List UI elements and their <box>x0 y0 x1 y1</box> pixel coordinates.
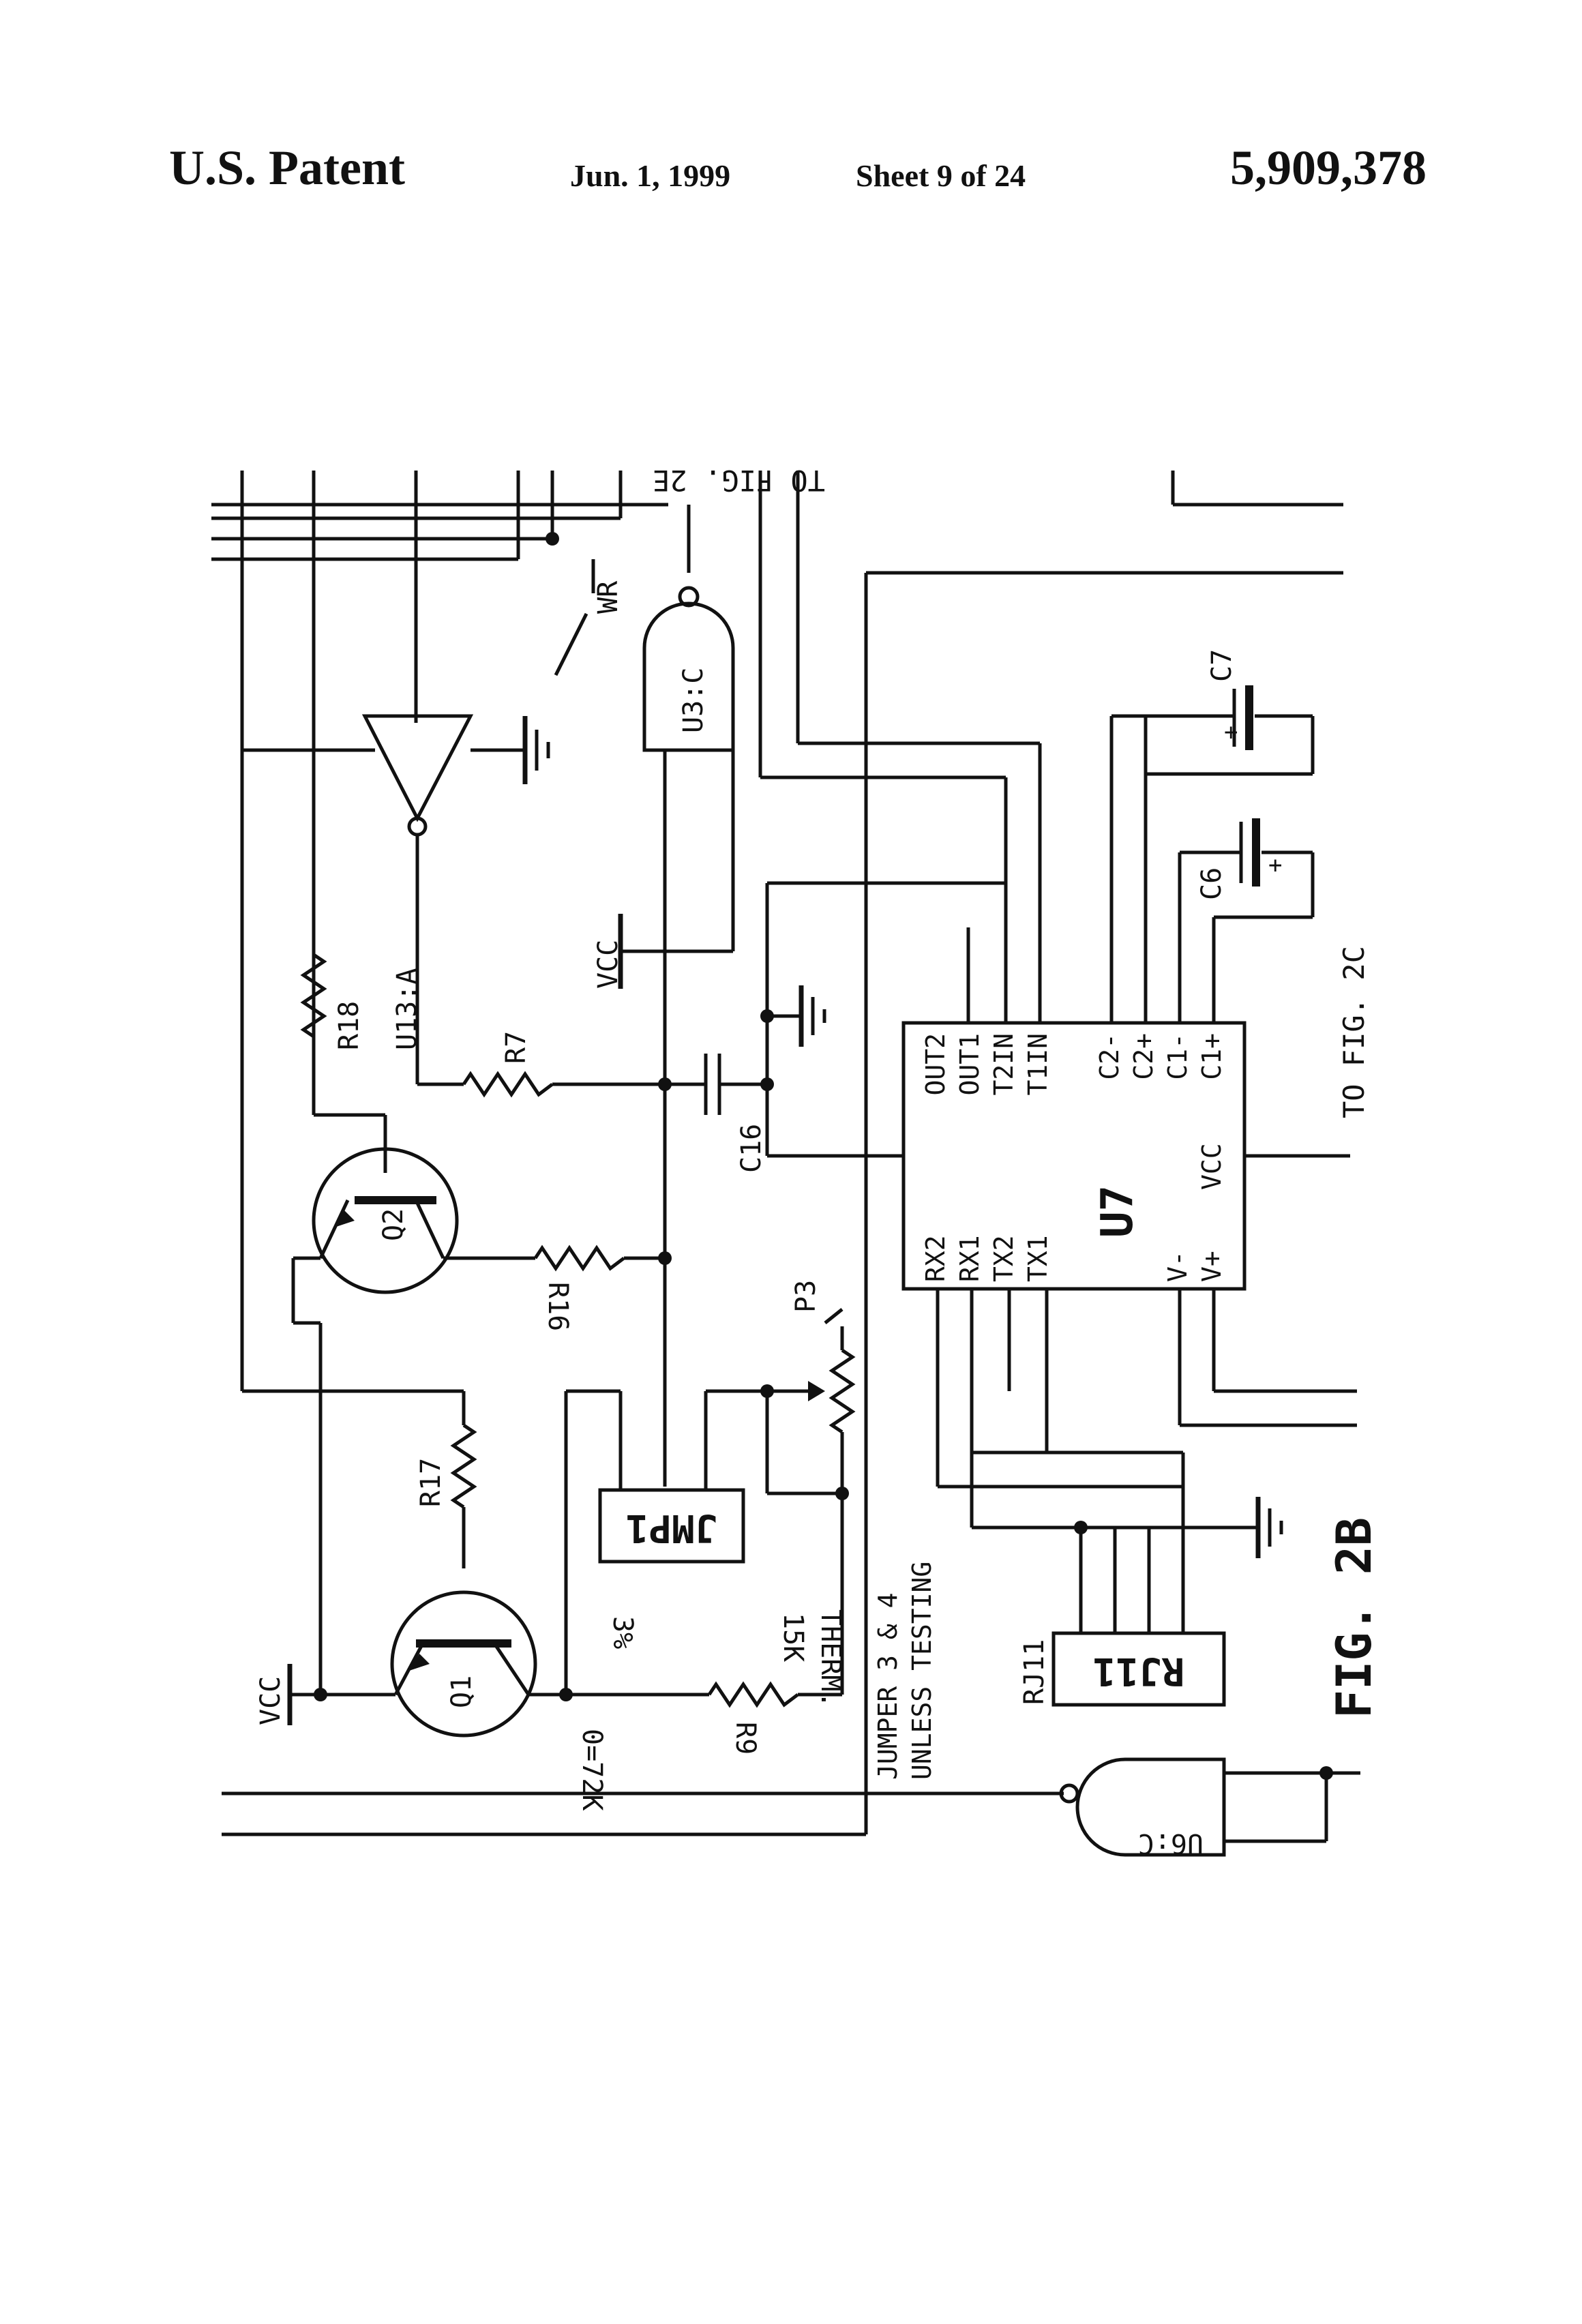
u7-pin-c1-plus: C1+ <box>1197 1033 1227 1080</box>
r17-resistor <box>453 1425 474 1507</box>
therm-r0: 0=72K <box>576 1729 608 1811</box>
r9-thermistor <box>709 1684 798 1705</box>
r7-label: R7 <box>501 1031 532 1064</box>
u7-pin-c2-plus: C2+ <box>1129 1033 1159 1080</box>
c7-label: C7 <box>1206 649 1238 682</box>
vcc-left-label: VCC <box>255 1676 286 1725</box>
c7-plus: + <box>1224 719 1238 746</box>
q1-transistor <box>314 1592 709 1735</box>
c16-capacitor <box>706 883 1006 1156</box>
jumper-note-line1: JUMPER 3 & 4 <box>873 1592 903 1780</box>
therm-label: THERM. <box>815 1609 846 1708</box>
wr-line <box>556 614 586 675</box>
q2-label: Q2 <box>378 1208 409 1241</box>
vcc-top-label: VCC <box>593 940 624 989</box>
r7-resistor <box>464 1074 552 1094</box>
to-fig-2e-label: TO FIG. 2E <box>653 464 825 497</box>
u6-label: U6:C <box>1138 1828 1204 1859</box>
u7-ic: + + <box>904 685 1357 1633</box>
r18-resistor <box>303 955 324 1037</box>
u7-pin-tx2: TX2 <box>989 1235 1019 1282</box>
r9-label: R9 <box>730 1722 761 1755</box>
u7-pin-out2: OUT2 <box>921 1033 951 1096</box>
u7-pin-vcc: VCC <box>1197 1143 1227 1190</box>
rj11-block-label: RJ11 <box>1093 1649 1185 1693</box>
p3-label: P3 <box>790 1280 822 1313</box>
u7-pin-rx1: RX1 <box>955 1235 985 1282</box>
c6-plus: + <box>1268 852 1282 879</box>
therm-tolerance: 3% <box>607 1616 638 1649</box>
u7-pin-v-minus: V- <box>1163 1251 1193 1282</box>
u3-gate <box>621 588 733 1487</box>
r17-label: R17 <box>415 1458 447 1507</box>
r16-resistor <box>535 1248 624 1268</box>
u3-label: U3:C <box>678 668 709 733</box>
u7-pin-t2in: T2IN <box>989 1033 1019 1096</box>
u7-pin-v-plus: V+ <box>1197 1251 1227 1282</box>
jumper-note-line2: UNLESS TESTING <box>907 1562 937 1780</box>
to-fig-2c-label: TO FIG. 2C <box>1337 946 1371 1118</box>
u6-gate <box>1061 1759 1360 1855</box>
u7-pin-out1: OUT1 <box>955 1033 985 1096</box>
c6-label: C6 <box>1196 867 1227 900</box>
u7-pin-t1in: T1IN <box>1023 1033 1053 1096</box>
q1-label: Q1 <box>446 1675 477 1708</box>
u7-label: U7 <box>1092 1185 1143 1238</box>
bus-wires <box>211 471 1343 1834</box>
u7-pin-c1-minus: C1- <box>1163 1033 1193 1080</box>
u13-label: U13:A <box>391 968 423 1050</box>
wr-label: WR <box>593 580 624 614</box>
figure-caption: FIG. 2B <box>1326 1517 1382 1718</box>
jmp1-label: JMP1 <box>626 1506 718 1550</box>
u7-pin-c2-minus: C2- <box>1094 1033 1124 1080</box>
u7-pin-tx1: TX1 <box>1023 1235 1053 1282</box>
p3-potentiometer <box>767 1309 852 1493</box>
rj11-label: RJ11 <box>1019 1639 1050 1705</box>
r18-label: R18 <box>333 1001 365 1050</box>
q2-transistor <box>293 1149 535 1292</box>
r16-label: R16 <box>542 1282 573 1331</box>
therm-value: 15K <box>777 1613 809 1662</box>
c16-label: C16 <box>736 1124 767 1173</box>
u7-pin-rx2: RX2 <box>921 1235 951 1282</box>
